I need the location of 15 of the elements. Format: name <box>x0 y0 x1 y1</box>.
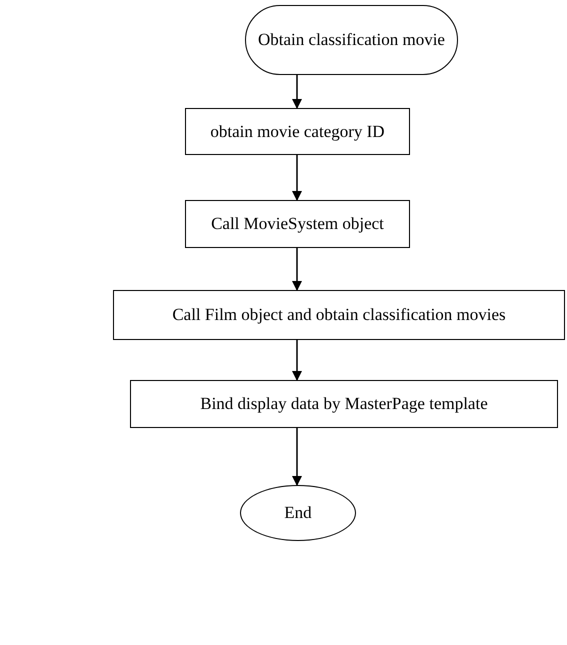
process-box <box>185 108 410 155</box>
process-box <box>130 380 558 428</box>
node-label: Call MovieSystem object <box>210 214 385 234</box>
arrow <box>292 340 302 381</box>
node-label: Bind display data by MasterPage template <box>199 394 489 414</box>
process-box <box>113 290 565 340</box>
arrow <box>292 428 302 486</box>
node-label: Call Film object and obtain classification movies <box>171 305 507 325</box>
process-box <box>185 200 410 248</box>
node-label: End <box>283 503 313 523</box>
arrow <box>292 248 302 291</box>
node-label: Obtain classification movie <box>257 30 446 50</box>
node-label: obtain movie category ID <box>209 122 386 142</box>
arrow <box>292 75 302 109</box>
arrow <box>292 155 302 201</box>
